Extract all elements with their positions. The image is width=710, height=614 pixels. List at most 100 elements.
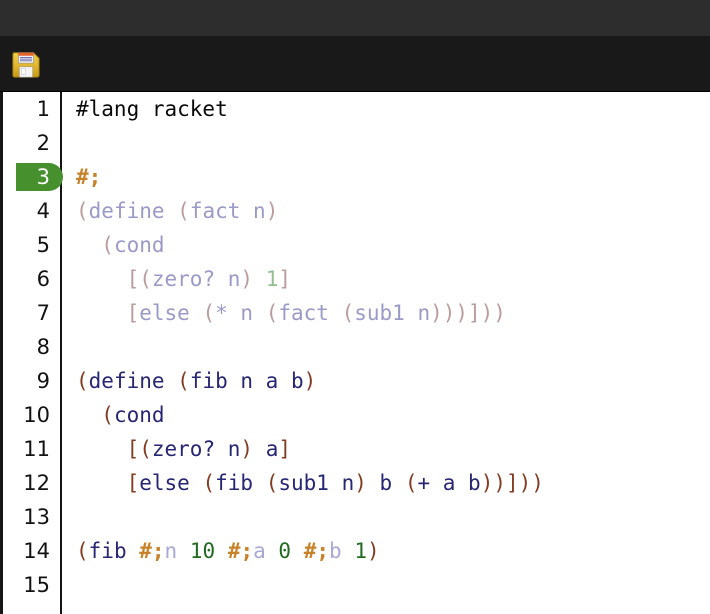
code-token: n [164,539,178,563]
line-number: 7 [36,301,50,325]
line-number: 14 [23,539,50,563]
code-line[interactable]: 14(fib #;n 10 #;a 0 #;b 1) [3,534,710,568]
code-token: ) [367,539,380,563]
line-text[interactable]: #; [76,160,101,194]
code-token [76,267,127,291]
code-token [165,369,178,393]
code-token: + a b [417,471,481,495]
code-line[interactable]: 2 [3,126,710,160]
code-token: zero? n [151,437,241,461]
code-token: ( [404,471,418,495]
line-text[interactable]: (fib #;n 10 #;a 0 #;b 1) [76,534,380,568]
code-token: ) [354,471,367,495]
gutter-divider [60,92,62,614]
code-token: else [139,301,190,325]
code-token [266,539,279,563]
code-line[interactable]: 1 #lang racket [3,92,710,126]
line-number: 12 [23,471,50,495]
line-number: 13 [23,505,50,529]
code-token: fib [215,471,266,495]
line-text[interactable]: [(zero? n) 1] [76,262,291,296]
line-number: 4 [36,199,50,223]
code-token: ( [76,539,89,563]
code-token: ] [278,437,292,461]
code-token [76,403,101,427]
code-token [165,199,178,223]
code-token: #; [139,539,165,563]
code-line[interactable]: 6 [(zero? n) 1] [3,262,710,296]
line-number: 3 [36,165,50,189]
code-token: ) [303,369,317,393]
code-line[interactable]: 9 (define (fib n a b) [3,364,710,398]
code-token: fact [278,301,342,325]
line-text[interactable]: [else (fib (sub1 n) b (+ a b))])) [76,466,544,500]
code-line[interactable]: 5 (cond [3,228,710,262]
code-token: ) [265,199,279,223]
line-text[interactable]: (define (fib n a b) [76,364,316,398]
save-button[interactable] [6,44,46,84]
code-line[interactable]: 3 #; [3,160,710,194]
line-text[interactable]: [else (* n (fact (sub1 n)))])) [76,296,506,330]
line-text[interactable]: (define (fact n) [76,194,278,228]
code-token: zero? n [151,267,241,291]
code-token: #lang racket [76,97,228,121]
code-line[interactable]: 7 [else (* n (fact (sub1 n)))])) [3,296,710,330]
code-token: fact n [189,199,266,223]
line-number: 15 [23,573,50,597]
code-token: sub1 n [354,301,431,325]
code-token: ))])) [480,471,544,495]
code-token: [( [126,267,152,291]
code-token: ) [240,437,254,461]
code-token: 0 [278,539,292,563]
line-text[interactable]: (cond [76,228,165,262]
code-token: ( [101,233,114,257]
code-token: 1 [265,267,279,291]
code-token: #; [76,165,102,189]
code-token: define [88,369,165,393]
line-text[interactable]: (cond [76,398,164,432]
code-token: * n [215,301,266,325]
code-token: ( [265,471,279,495]
code-token: cond [113,233,165,257]
line-number: 11 [23,437,50,461]
code-line[interactable]: 15 [3,568,710,602]
code-line[interactable]: 8 [3,330,710,364]
code-token [215,539,228,563]
code-token: #; [303,539,330,563]
code-token [76,471,127,495]
code-token: 10 [189,539,216,563]
code-token: ] [278,267,292,291]
code-token: )))])) [430,301,506,325]
editor-toolbar [0,36,710,92]
code-token: ( [265,301,279,325]
code-token: ( [177,199,190,223]
code-token: a [253,539,266,563]
code-line[interactable]: 10 (cond [3,398,710,432]
code-line[interactable]: 11 [(zero? n) a] [3,432,710,466]
code-line[interactable]: 13 [3,500,710,534]
line-number: 9 [36,369,50,393]
line-text[interactable]: #lang racket [76,92,228,126]
line-number: 2 [36,131,50,155]
code-token [127,539,140,563]
code-token: fib [88,539,127,563]
code-line[interactable]: 4 (define (fact n) [3,194,710,228]
code-token: ( [76,369,89,393]
line-text[interactable]: [(zero? n) a] [76,432,291,466]
line-number: 8 [36,335,50,359]
line-number: 1 [36,97,50,121]
code-token: ( [76,199,89,223]
code-token: 1 [354,539,367,563]
code-token [177,539,190,563]
code-line[interactable]: 12 [else (fib (sub1 n) b (+ a b))])) [3,466,710,500]
code-token [76,301,127,325]
code-token: [ [126,471,140,495]
code-token [342,539,355,563]
code-token: ( [202,471,216,495]
code-token: a [265,437,279,461]
line-number: 5 [36,233,50,257]
line-number: 6 [36,267,50,291]
